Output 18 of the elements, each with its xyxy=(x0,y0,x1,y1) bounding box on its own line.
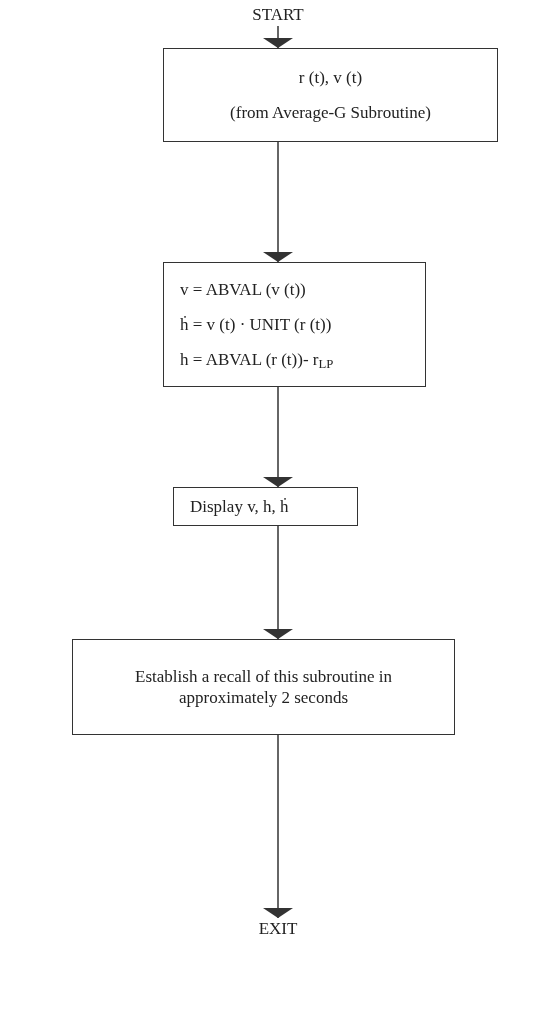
process-box xyxy=(163,262,426,387)
arrow xyxy=(263,141,293,263)
process-box xyxy=(173,487,358,526)
node-text: h = ABVAL (r (t))- r$_{LP}$ xyxy=(180,349,334,371)
node-text: v = ABVAL (v (t)) xyxy=(180,278,306,300)
process-box xyxy=(72,639,455,735)
arrow xyxy=(263,734,293,919)
node-text: Establish a recall of this subroutine in approximately 2 seconds xyxy=(134,665,393,709)
process-box xyxy=(163,48,498,142)
node-text: ḣ = v (t) · UNIT (r (t)) xyxy=(180,313,332,336)
node-text: (from Average-G Subroutine) xyxy=(230,102,431,124)
arrow xyxy=(263,25,293,49)
node-text: r (t), v (t) xyxy=(298,66,363,88)
arrow xyxy=(263,525,293,640)
arrow xyxy=(263,386,293,488)
node-text: START xyxy=(252,4,304,26)
node-text: Display v, h, ḣ xyxy=(190,495,289,518)
node-text: EXIT xyxy=(258,918,298,940)
